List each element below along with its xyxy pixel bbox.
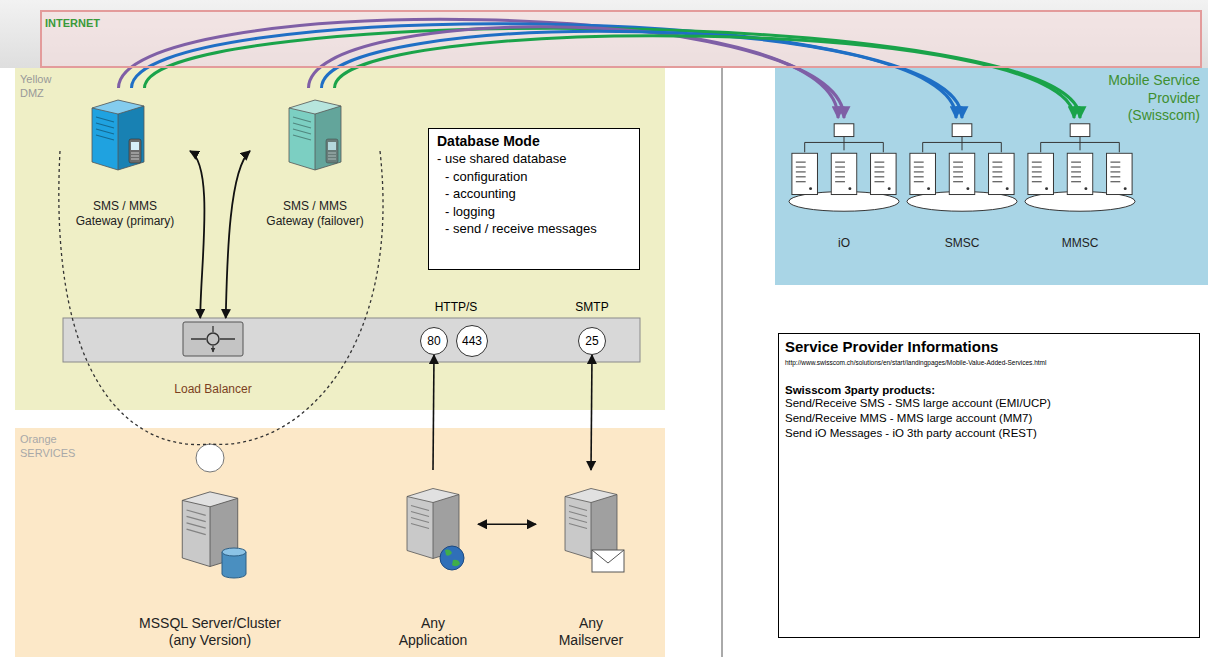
port-circle: 443 <box>456 325 488 357</box>
services-fill <box>15 428 665 657</box>
network-bar <box>63 318 640 362</box>
node-text: Send iO Messages - iO 3th party account … <box>785 426 1037 441</box>
gateway-icon <box>92 100 144 170</box>
node-title: SMS / MMS Gateway (primary) <box>71 199 179 228</box>
services-zone: Orange SERVICES MSSQL Server/Cluster (any… <box>15 428 665 657</box>
cluster-icon <box>789 124 899 211</box>
internet-link <box>145 28 1081 118</box>
gateway-icon <box>289 100 341 170</box>
server-cluster: MMSC <box>1021 118 1139 250</box>
node-title: Any Application <box>393 615 473 651</box>
phone-icon <box>326 139 338 163</box>
node-text: - accounting <box>437 185 516 203</box>
node-title: iO <box>838 236 850 250</box>
server-cluster: iO <box>785 118 903 250</box>
node-title: MSSQL Server/Cluster (any Version) <box>135 615 285 651</box>
node-title: MMSC <box>1062 236 1099 250</box>
server-icon <box>565 489 617 559</box>
node-text: Send/Receive MMS - MMS large account (MM… <box>785 411 1032 426</box>
node-title: Any Mailserver <box>551 615 631 651</box>
load-balancer-icon <box>183 322 243 356</box>
node-text: - configuration <box>437 168 527 186</box>
node-title: Database Mode <box>437 132 540 150</box>
node-title: SMS / MMS Gateway (failover) <box>261 199 369 228</box>
node-title: SMSC <box>945 236 980 250</box>
node-title: Load Balancer <box>174 382 251 396</box>
load-balancer: Load Balancer <box>160 318 266 396</box>
node-title: Service Provider Informations <box>785 338 998 355</box>
node-title: 80 <box>427 334 440 348</box>
protocol-label: HTTP/S <box>426 300 486 314</box>
port-circle: 25 <box>578 327 606 355</box>
internet-ground <box>0 0 1208 68</box>
network-link <box>226 151 250 318</box>
mail-server: Any Mailserver <box>536 470 646 651</box>
node-text: - use shared database <box>437 150 566 168</box>
node-text: Swisscom 3party products: <box>785 384 935 396</box>
internet-link <box>335 36 1075 118</box>
node-text: http://www.swisscom.ch/solutions/en/star… <box>785 359 1046 366</box>
node-text: - logging <box>437 203 495 221</box>
protocol-label: SMTP <box>568 300 616 314</box>
cluster-icon <box>907 124 1017 211</box>
note-box: Database Mode- use shared database- conf… <box>428 128 640 270</box>
provider-zone: Mobile Service Provider (Swisscom) iO SMSC… <box>775 68 1208 285</box>
gateway-server: SMS / MMS Gateway (primary) <box>60 88 190 228</box>
node-title: 25 <box>585 334 598 348</box>
envelope-icon <box>592 550 624 572</box>
server-cluster: SMSC <box>903 118 1021 250</box>
database-icon <box>222 548 246 578</box>
internet-zone: INTERNET <box>40 10 1202 68</box>
node-title: Yellow DMZ <box>15 68 64 101</box>
network-link <box>190 151 204 318</box>
junction-circle <box>196 444 224 472</box>
node-text: Send/Receive SMS - SMS large account (EM… <box>785 396 1051 411</box>
node-title: 443 <box>462 334 482 348</box>
node-text: - send / receive messages <box>437 220 597 238</box>
network-link <box>433 355 434 470</box>
divider-line <box>722 68 723 657</box>
node-title: INTERNET <box>42 12 100 29</box>
cluster-icon <box>1025 124 1135 211</box>
dmz-fill <box>15 68 665 410</box>
application-server: Any Application <box>388 470 478 651</box>
dmz-zone: Yellow DMZ SMS / MMS Gateway (primary) SMS… <box>15 68 665 410</box>
database-link <box>210 151 383 444</box>
info-box: Service Provider Informations http://www.… <box>778 333 1200 638</box>
phone-icon <box>129 139 141 163</box>
database-link <box>59 151 210 445</box>
globe-icon <box>440 546 464 570</box>
port-circle: 80 <box>420 327 448 355</box>
network-link <box>478 523 536 525</box>
network-link <box>591 355 592 470</box>
node-title: Mobile Service Provider (Swisscom) <box>1088 68 1208 125</box>
database-server: MSSQL Server/Cluster (any Version) <box>120 444 300 651</box>
node-title: Orange SERVICES <box>15 428 80 461</box>
gateway-server: SMS / MMS Gateway (failover) <box>250 88 380 228</box>
